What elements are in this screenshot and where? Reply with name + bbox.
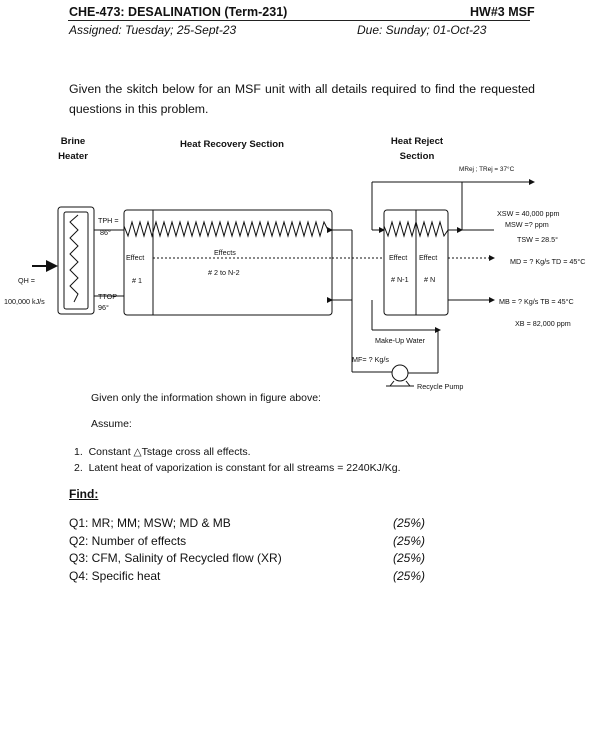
question-item: Q2: Number of effects <box>69 533 187 548</box>
brine-heater-inner <box>63 211 89 310</box>
find-heading: Find: <box>69 487 99 501</box>
recycle-pump-icon <box>391 364 409 382</box>
qh-label: QH = <box>18 276 35 285</box>
assumption-item: 1. Constant △Tstage cross all effects. <box>74 446 251 458</box>
effect-n1-label: Effect <box>389 253 408 262</box>
heat-recovery-label: Heat Recovery Section <box>180 139 284 150</box>
questions-list: Q1: MR; MM; MSW; MD & MB Q2: Number of e… <box>69 515 282 585</box>
homework-title: HW#3 MSF <box>470 5 535 19</box>
effect-1-number: # 1 <box>132 276 142 285</box>
intro-paragraph: Given the skitch below for an MSF unit w… <box>69 82 535 116</box>
heat-recovery-box <box>123 209 333 316</box>
header-rule <box>68 20 530 21</box>
reject-tubes <box>383 220 449 238</box>
effect-n1-number: # N-1 <box>391 275 409 284</box>
effect-n-label: Effect <box>419 253 438 262</box>
qh-value: 100,000 kJ/s <box>4 297 45 306</box>
question-weight: (25%) <box>393 533 426 548</box>
brine-heater-label-2: Heater <box>58 151 88 162</box>
brine-heater-box <box>57 206 95 315</box>
question-weight: (25%) <box>393 516 426 530</box>
ttop-value: 96° <box>98 303 109 312</box>
effects-label: Effects <box>214 248 236 257</box>
heat-reject-label-1: Heat Reject <box>390 136 444 147</box>
due-date: Due: Sunday; 01-Oct-23 <box>357 23 487 37</box>
course-title: CHE-473: DESALINATION (Term-231) <box>69 5 288 19</box>
effect-1-label: Effect <box>126 253 145 262</box>
question-item: Q4: Specific heat <box>69 568 161 583</box>
tsw-label: TSW = 28.5° <box>517 235 559 244</box>
xsw-label: XSW = 40,000 ppm <box>497 209 560 218</box>
makeup-water-label: Make-Up Water <box>375 336 426 345</box>
distillate-label: MD = ? Kg/s TD = 45°C <box>510 257 586 266</box>
weights-list: (25%) (25%) (25%) (25%) <box>393 515 425 585</box>
ttop-label: TTOP <box>98 292 118 301</box>
effects-range: # 2 to N-2 <box>208 268 240 277</box>
assume-label: Assume: <box>91 418 132 430</box>
xb-label: XB = 82,000 ppm <box>515 319 571 328</box>
question-weight: (25%) <box>393 568 426 583</box>
assumption-item: 2. Latent heat of vaporization is consta… <box>74 462 401 474</box>
msf-diagram <box>32 179 535 387</box>
tph-value: 86° <box>100 228 111 237</box>
assigned-date: Assigned: Tuesday; 25-Sept-23 <box>69 23 237 37</box>
reject-stream-label: MRej ; TRej = 37°C <box>459 166 515 173</box>
given-text: Given only the information shown in figu… <box>91 392 321 404</box>
feed-flow-label: MF= ? Kg/s <box>352 355 389 364</box>
question-item: Q3: CFM, Salinity of Recycled flow (XR) <box>69 551 282 565</box>
heat-reject-label-2: Section <box>399 151 435 162</box>
brine-blowdown-label: MB = ? Kg/s TB = 45°C <box>499 297 574 306</box>
brine-heater-label-1: Brine <box>60 136 86 147</box>
recycle-pump-label: Recycle Pump <box>417 382 464 391</box>
recovery-tubes <box>123 220 332 238</box>
question-weight: (25%) <box>393 551 426 565</box>
question-item: Q1: MR; MM; MSW; MD & MB <box>69 516 231 530</box>
effect-n-number: # N <box>424 275 436 284</box>
msw-label: MSW =? ppm <box>505 220 549 229</box>
heater-coil <box>69 214 79 303</box>
tph-label: TPH = <box>98 216 119 225</box>
